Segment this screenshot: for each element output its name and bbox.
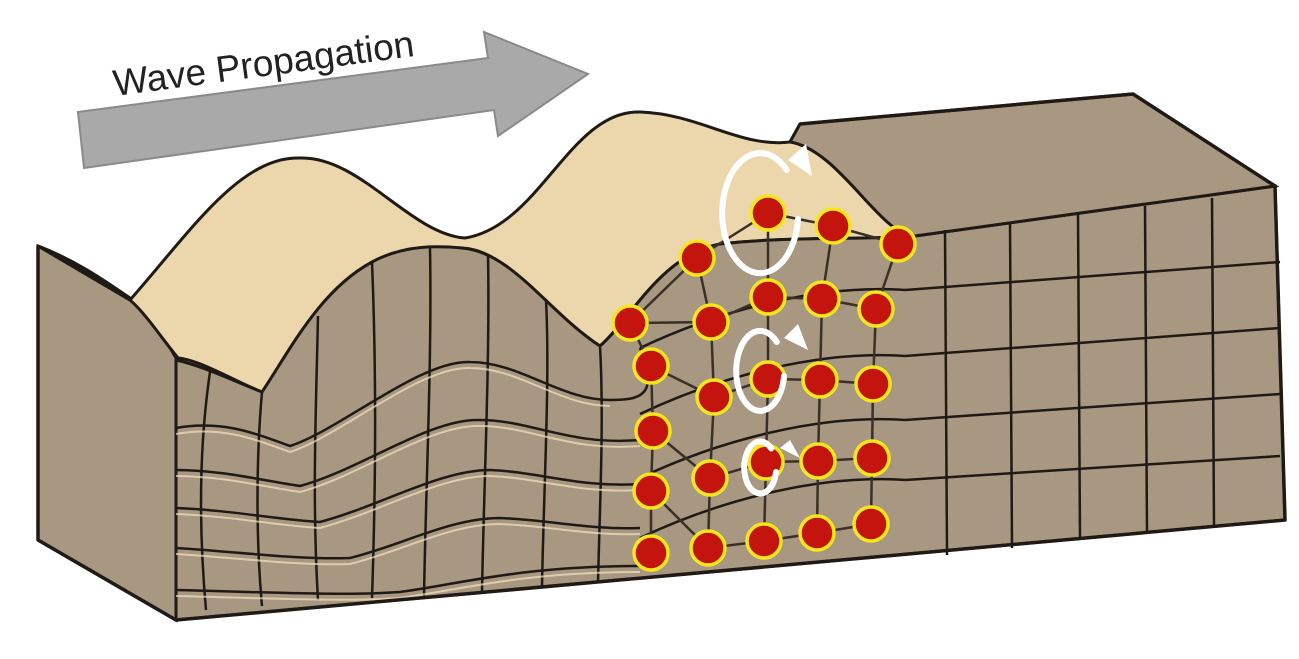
particle-icon [632,347,670,385]
grid-row-right-1 [904,260,1281,292]
particle-motion-arrows [719,144,812,497]
grid-col-2 [256,391,264,607]
particle-icon [749,278,787,316]
particle-icon [634,412,672,450]
particle-icon [857,290,895,328]
rotation-arrow-icon [733,327,787,414]
grid-col-right-1 [943,229,949,556]
grid-row-4 [175,516,641,560]
particle-icon [799,442,837,480]
particle-icon [853,439,891,477]
rotation-arrowhead-icon [784,324,808,350]
particle-icon [611,304,649,342]
highlight-row-5 [175,571,641,601]
grid-col-right-4 [1143,205,1149,535]
grid-col-3 [313,315,320,601]
grid-row-right-4 [904,454,1281,482]
particle-icon [879,225,917,263]
grid-row-1 [175,360,611,448]
grid-row-5 [175,564,641,595]
grid-col-6 [480,253,490,593]
rotation-arrowhead-icon [788,144,812,176]
particle-icon [695,378,733,416]
particle-icon [745,522,783,560]
grid-col-7 [540,299,549,587]
particles [611,194,917,572]
grid-lines [175,197,1281,611]
particle-icon [803,280,841,318]
grid-col-4 [370,261,377,599]
highlight-row-4 [175,522,641,566]
propagation-arrow-icon [76,30,591,170]
highlight-row-2 [175,424,641,494]
particle-icon [632,472,670,510]
rotation-arrow-icon [741,438,779,497]
surface-highlights [175,366,641,601]
grid-row-right-2 [904,326,1281,358]
particle-icon [691,459,729,497]
particle-icon [801,361,839,399]
particle-icon [749,194,787,232]
particle-icon [689,529,727,567]
grid-col-right-3 [1076,213,1082,541]
particle-icon [814,207,852,245]
block-outline [36,92,1287,622]
grid-col-8 [596,345,603,583]
particle-icon [678,239,716,277]
grid-col-5 [422,247,432,597]
particle-icon [798,514,836,552]
grid-row-right-3 [904,392,1281,422]
particle-icon [852,505,890,543]
grid-row-3 [175,468,641,524]
grid-row-2 [175,418,641,488]
particle-icon [632,534,670,572]
grid-col-1 [199,371,212,611]
particle-icon [692,303,730,341]
rotation-arrowhead-icon [780,440,800,458]
rotation-arrow-icon [719,150,801,277]
particle-icon [854,365,892,403]
highlight-row-1 [175,366,611,454]
undisturbed-surface [787,92,1280,238]
highlight-row-3 [175,474,641,530]
grid-col-right-5 [1210,197,1216,527]
grid-col-right-2 [1008,221,1014,549]
